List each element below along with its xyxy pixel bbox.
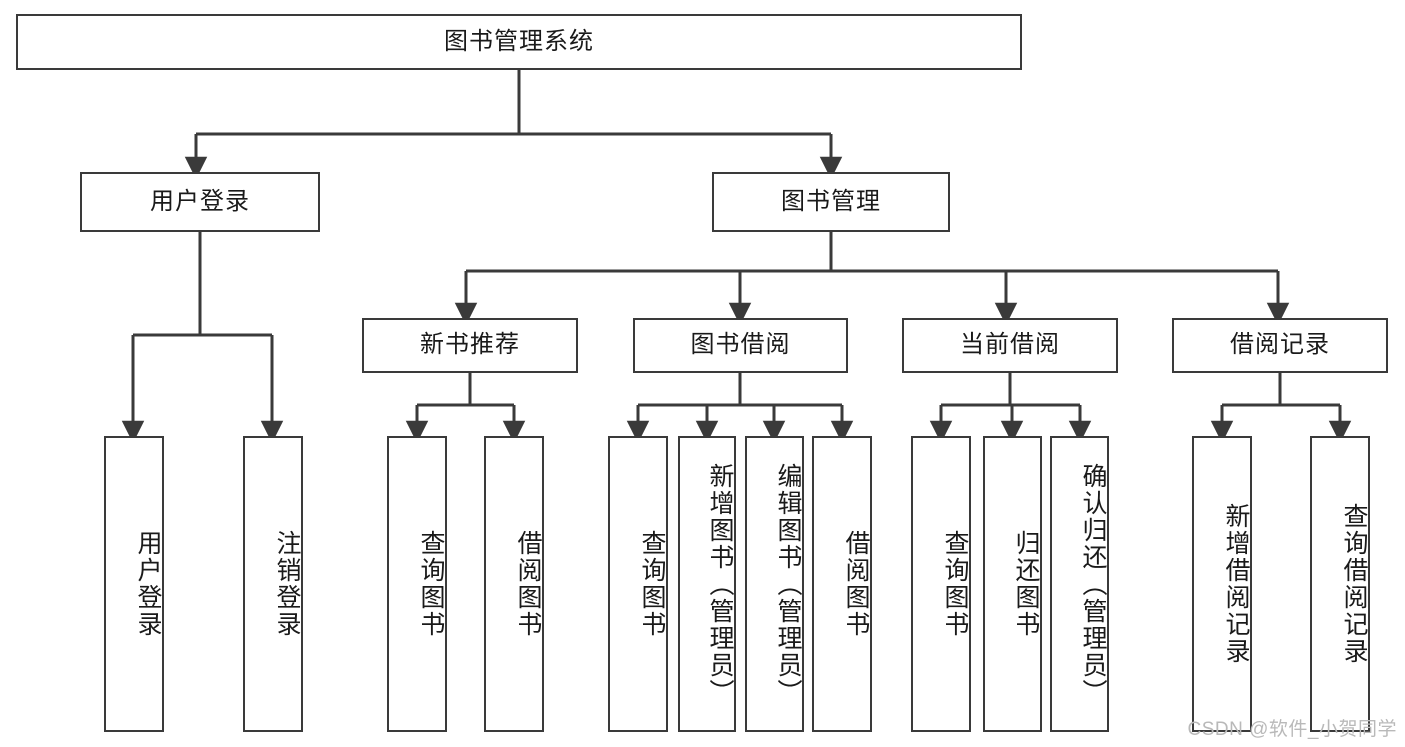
node-book-borrow-label: 图书借阅 — [690, 331, 791, 359]
leaf-borrow-book-2-label: 借阅图书 — [842, 530, 870, 638]
leaf-query-record-label: 查询借阅记录 — [1340, 503, 1368, 665]
leaf-add-book-label: 新增图书（管理员） — [706, 462, 734, 706]
node-current-borrow-label: 当前借阅 — [960, 331, 1060, 359]
leaf-query-book-1-label: 查询图书 — [417, 530, 445, 638]
leaf-logout-label: 注销登录 — [273, 530, 301, 638]
leaf-confirm-return[interactable]: 确认归还（管理员） — [1050, 436, 1109, 732]
node-borrow-record-label: 借阅记录 — [1230, 331, 1330, 359]
leaf-query-book-3-label: 查询图书 — [941, 530, 969, 638]
leaf-logout[interactable]: 注销登录 — [243, 436, 303, 732]
leaf-edit-book-label: 编辑图书（管理员） — [774, 462, 802, 706]
leaf-return-book[interactable]: 归还图书 — [983, 436, 1042, 732]
node-user-login-label: 用户登录 — [150, 187, 250, 215]
leaf-query-book-3[interactable]: 查询图书 — [911, 436, 971, 732]
node-new-book-recommend[interactable]: 新书推荐 — [362, 318, 578, 373]
node-current-borrow[interactable]: 当前借阅 — [902, 318, 1118, 373]
leaf-user-login[interactable]: 用户登录 — [104, 436, 164, 732]
node-book-borrow[interactable]: 图书借阅 — [633, 318, 848, 373]
leaf-query-book-2[interactable]: 查询图书 — [608, 436, 668, 732]
leaf-add-record[interactable]: 新增借阅记录 — [1192, 436, 1252, 732]
leaf-borrow-book-1-label: 借阅图书 — [514, 530, 542, 638]
leaf-query-book-2-label: 查询图书 — [638, 530, 666, 638]
leaf-add-book[interactable]: 新增图书（管理员） — [678, 436, 736, 732]
leaf-query-book-1[interactable]: 查询图书 — [387, 436, 447, 732]
leaf-borrow-book-2[interactable]: 借阅图书 — [812, 436, 872, 732]
node-borrow-record[interactable]: 借阅记录 — [1172, 318, 1388, 373]
leaf-add-record-label: 新增借阅记录 — [1222, 503, 1250, 665]
leaf-user-login-label: 用户登录 — [134, 530, 162, 638]
leaf-query-record[interactable]: 查询借阅记录 — [1310, 436, 1370, 732]
node-book-manage-label: 图书管理 — [781, 187, 881, 215]
csdn-watermark: CSDN @软件_小贺同学 — [1187, 719, 1397, 740]
node-user-login[interactable]: 用户登录 — [80, 172, 320, 232]
node-book-manage[interactable]: 图书管理 — [712, 172, 950, 232]
leaf-return-book-label: 归还图书 — [1012, 530, 1040, 638]
leaf-confirm-return-label: 确认归还（管理员） — [1079, 462, 1107, 706]
node-root-label: 图书管理系统 — [444, 27, 594, 55]
node-new-book-recommend-label: 新书推荐 — [420, 331, 520, 359]
leaf-edit-book[interactable]: 编辑图书（管理员） — [745, 436, 804, 732]
leaf-borrow-book-1[interactable]: 借阅图书 — [484, 436, 544, 732]
node-root[interactable]: 图书管理系统 — [16, 14, 1022, 70]
